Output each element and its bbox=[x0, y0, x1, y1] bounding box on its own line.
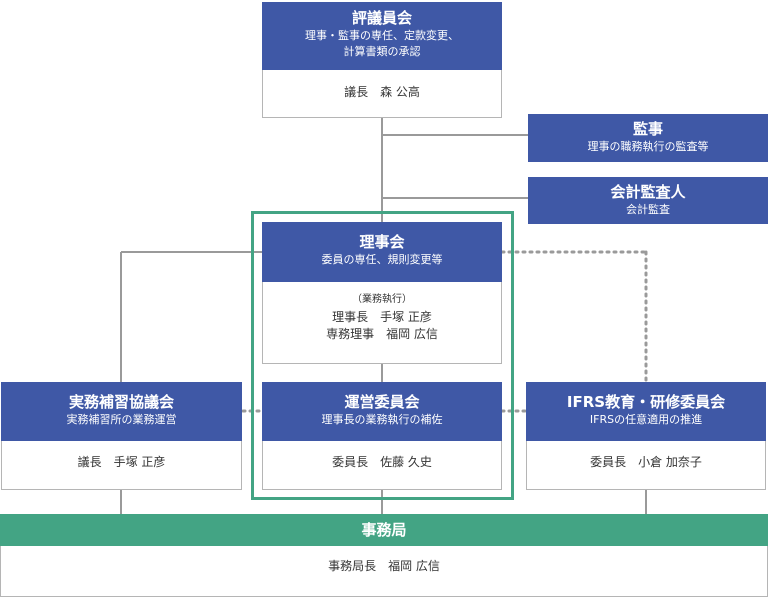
practical-council-member: 議長 手塚 正彦 bbox=[77, 455, 166, 469]
secretariat-box: 事務局 事務局長 福岡 広信 bbox=[0, 514, 768, 597]
accounting-auditor-header: 会計監査人 会計監査 bbox=[528, 177, 768, 224]
council-body: 議長 森 公高 bbox=[262, 70, 502, 118]
council-box: 評議員会 理事・監事の専任、定款変更、 計算書類の承認 議長 森 公高 bbox=[262, 2, 502, 118]
practical-council-header: 実務補習協議会 実務補習所の業務運営 bbox=[1, 382, 242, 441]
operations-committee-box: 運営委員会 理事長の業務執行の補佐 委員長 佐藤 久史 bbox=[262, 382, 502, 490]
ifrs-committee-header: IFRS教育・研修委員会 IFRSの任意適用の推進 bbox=[526, 382, 766, 441]
council-desc-line1: 理事・監事の専任、定款変更、 bbox=[305, 29, 459, 42]
practical-council-desc: 実務補習所の業務運営 bbox=[66, 413, 177, 426]
operations-committee-member: 委員長 佐藤 久史 bbox=[332, 455, 432, 469]
council-member: 議長 森 公高 bbox=[344, 85, 420, 99]
secretariat-header: 事務局 bbox=[0, 514, 768, 546]
ifrs-committee-member: 委員長 小倉 加奈子 bbox=[590, 455, 702, 469]
practical-council-body: 議長 手塚 正彦 bbox=[1, 441, 242, 490]
council-desc-line2: 計算書類の承認 bbox=[343, 45, 421, 58]
practical-council-title: 実務補習協議会 bbox=[68, 393, 174, 411]
practical-council-box: 実務補習協議会 実務補習所の業務運営 議長 手塚 正彦 bbox=[1, 382, 242, 490]
board-title: 理事会 bbox=[359, 233, 405, 251]
accounting-auditor-desc: 会計監査 bbox=[626, 203, 670, 216]
board-member-2: 専務理事 福岡 広信 bbox=[326, 327, 438, 341]
board-box: 理事会 委員の専任、規則変更等 （業務執行） 理事長 手塚 正彦 専務理事 福岡… bbox=[262, 222, 502, 364]
council-title: 評議員会 bbox=[351, 9, 412, 27]
operations-committee-body: 委員長 佐藤 久史 bbox=[262, 441, 502, 490]
accounting-auditor-title: 会計監査人 bbox=[610, 183, 686, 201]
operations-committee-header: 運営委員会 理事長の業務執行の補佐 bbox=[262, 382, 502, 441]
board-member-1: 理事長 手塚 正彦 bbox=[332, 310, 432, 324]
auditor-header: 監事 理事の職務執行の監査等 bbox=[528, 114, 768, 162]
operations-committee-desc: 理事長の業務執行の補佐 bbox=[321, 413, 443, 426]
ifrs-committee-box: IFRS教育・研修委員会 IFRSの任意適用の推進 委員長 小倉 加奈子 bbox=[526, 382, 766, 490]
operations-committee-title: 運営委員会 bbox=[344, 393, 420, 411]
accounting-auditor-box: 会計監査人 会計監査 bbox=[528, 177, 768, 224]
secretariat-member: 事務局長 福岡 広信 bbox=[328, 559, 440, 573]
board-header: 理事会 委員の専任、規則変更等 bbox=[262, 222, 502, 282]
executive-highlight-frame bbox=[251, 211, 514, 500]
ifrs-committee-title: IFRS教育・研修委員会 bbox=[566, 393, 726, 411]
secretariat-title: 事務局 bbox=[361, 521, 407, 539]
auditor-box: 監事 理事の職務執行の監査等 bbox=[528, 114, 768, 162]
auditor-desc: 理事の職務執行の監査等 bbox=[587, 140, 709, 153]
secretariat-body: 事務局長 福岡 広信 bbox=[0, 546, 768, 597]
auditor-title: 監事 bbox=[632, 120, 663, 138]
council-header: 評議員会 理事・監事の専任、定款変更、 計算書類の承認 bbox=[262, 2, 502, 70]
ifrs-committee-desc: IFRSの任意適用の推進 bbox=[589, 413, 703, 426]
board-desc: 委員の専任、規則変更等 bbox=[321, 253, 443, 266]
board-section-label: （業務執行） bbox=[352, 294, 412, 305]
ifrs-committee-body: 委員長 小倉 加奈子 bbox=[526, 441, 766, 490]
board-body: （業務執行） 理事長 手塚 正彦 専務理事 福岡 広信 bbox=[262, 282, 502, 364]
